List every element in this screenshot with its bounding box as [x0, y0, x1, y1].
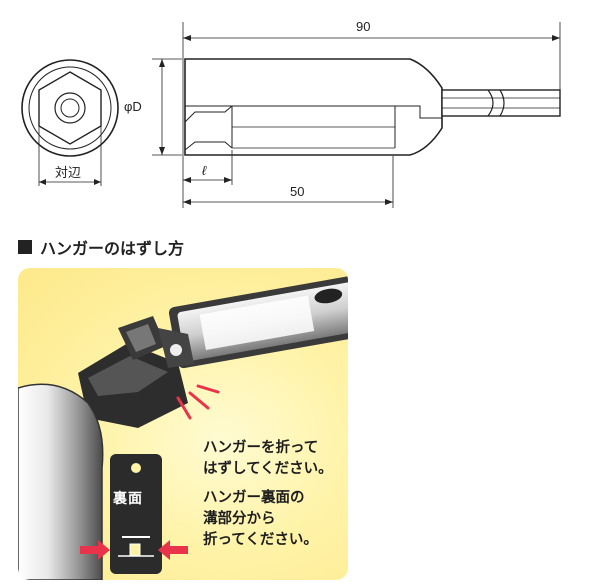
socket-end-view: [21, 59, 119, 186]
step1-line1: ハンガーを折って: [203, 440, 319, 456]
socket-head: [78, 316, 194, 428]
break-lines-icon: [176, 384, 220, 420]
heading-square-icon: [18, 240, 32, 254]
pinch-arrows-icon: [80, 540, 188, 560]
hanger-tag-label: 裏面: [113, 491, 143, 507]
step2-note: ハンガー裏面の 溝部分から 折ってください。: [203, 488, 318, 551]
technical-drawing: 対辺: [21, 19, 561, 208]
depth-label: ℓ: [202, 163, 207, 178]
total-length-label: 90: [356, 19, 370, 34]
hanger-removal-illustration: [18, 274, 348, 580]
step1-note: ハンガーを折って はずしてください。: [203, 438, 333, 480]
step1-line2: はずしてください。: [203, 461, 333, 477]
body-length-label: 50: [290, 184, 304, 199]
hanger-strip: [168, 274, 348, 369]
step2-line1: ハンガー裏面の: [203, 490, 305, 506]
socket-side-view: [152, 22, 561, 208]
step2-line2: 溝部分から: [203, 511, 276, 527]
diameter-label: φD: [124, 99, 142, 114]
grip-handle: [18, 383, 104, 580]
section-title: ハンガーのはずし方: [40, 239, 185, 258]
step2-line3: 折ってください。: [203, 532, 318, 548]
hanger-removal-panel: 裏面 ハンガーを折って はずしてください。 ハンガー裏面の 溝部分から 折ってく…: [18, 268, 348, 580]
section-heading: ハンガーのはずし方: [18, 236, 184, 258]
across-flats-label: 対辺: [55, 166, 81, 181]
hanger-tag: [110, 454, 162, 574]
